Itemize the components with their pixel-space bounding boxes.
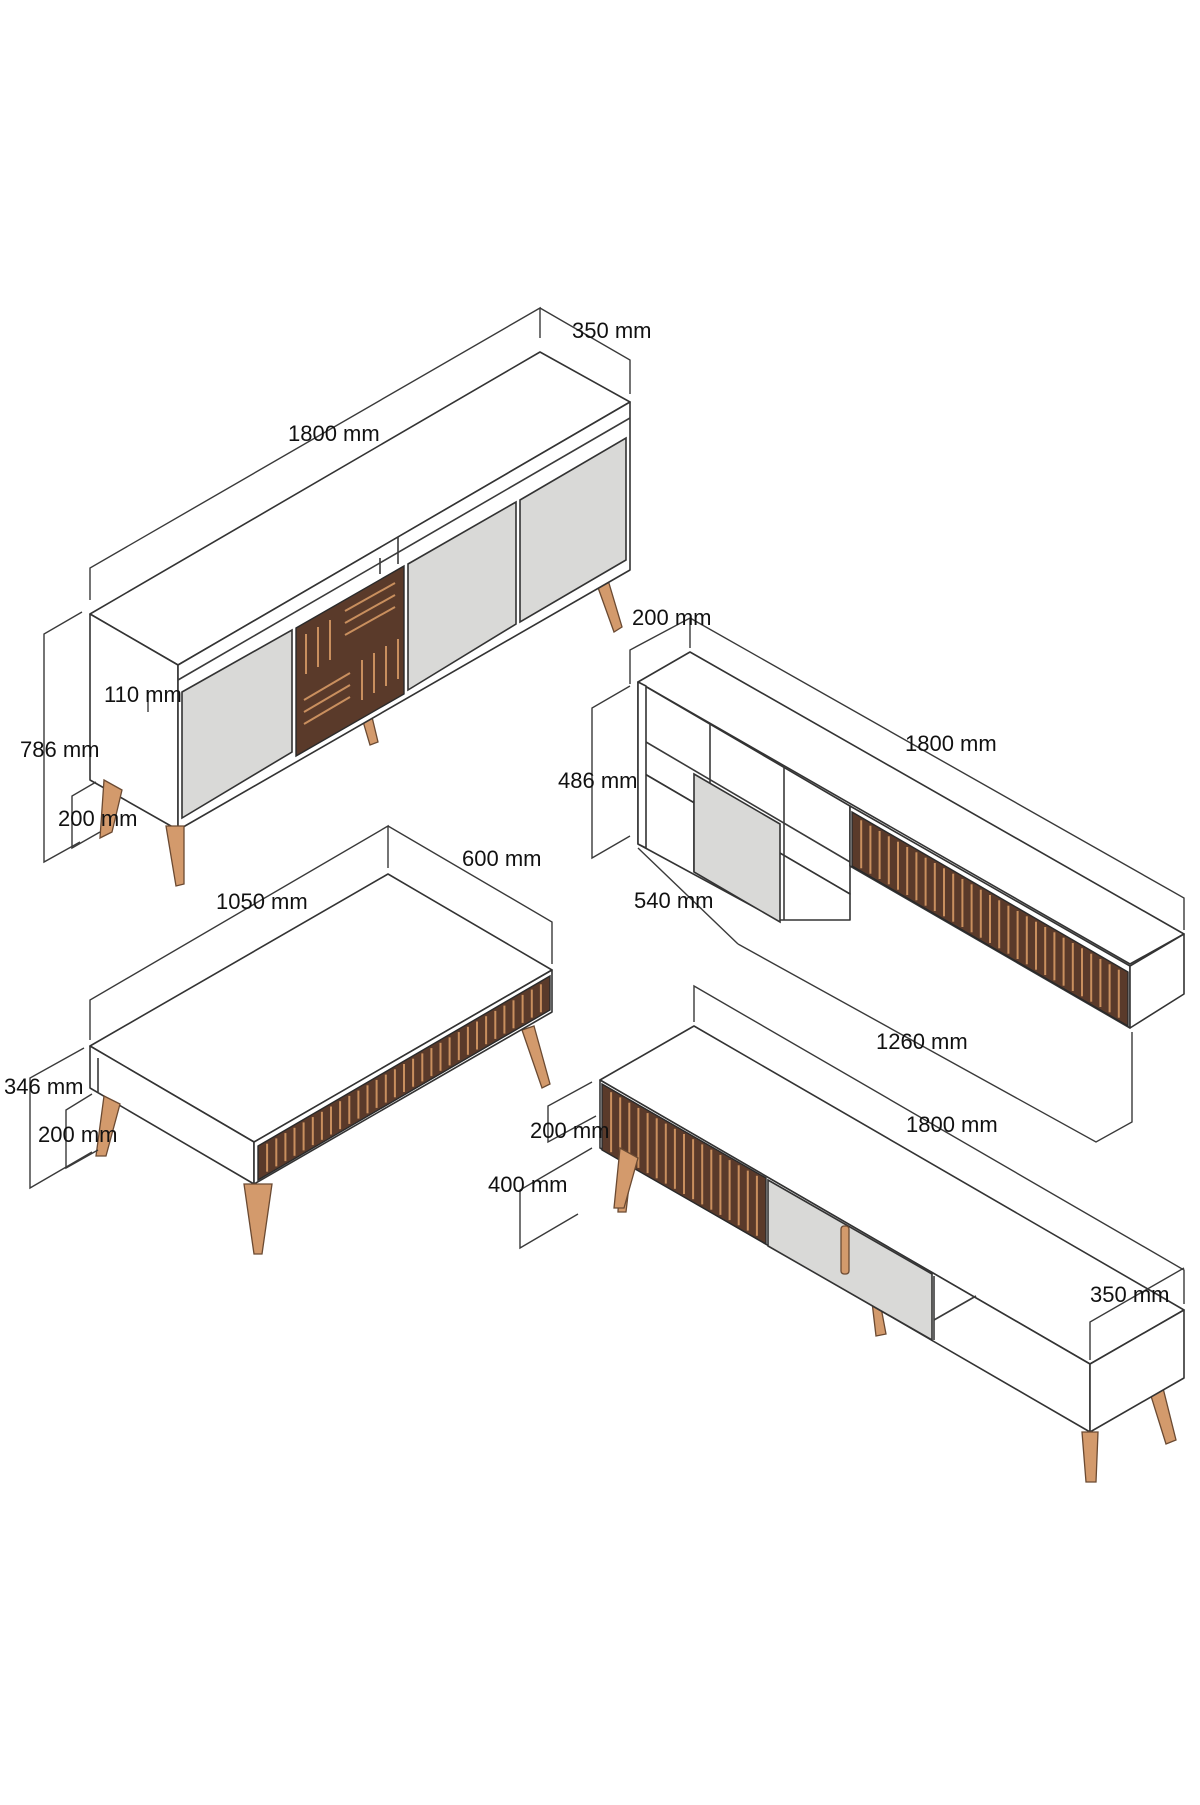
sideboard-slats	[303, 582, 399, 725]
wall-unit-span-label: 1260 mm	[876, 1029, 968, 1054]
sideboard-leg-line	[71, 781, 101, 850]
wall-unit-cube-width-line	[637, 847, 739, 945]
tv-stand-leg-front-left	[613, 1146, 639, 1209]
tv-stand-open-shelf	[933, 1295, 977, 1321]
sideboard-top-gap-label: 110 mm	[104, 682, 182, 707]
wall-unit-span-line	[737, 943, 1133, 1143]
wall-unit-slats	[860, 820, 1120, 1018]
sideboard-depth-label: 350 mm	[572, 318, 651, 343]
coffee-table-leg-front-right	[243, 1183, 273, 1255]
sideboard-door-mid	[407, 500, 517, 692]
coffee-table-width-line	[89, 824, 389, 1040]
tv-stand-width-label: 1800 mm	[906, 1112, 998, 1137]
sideboard-door-left	[181, 628, 293, 820]
wall-unit-width-line	[689, 617, 1185, 930]
sideboard	[89, 351, 631, 887]
coffee-table	[89, 873, 553, 1255]
sideboard-depth-line	[539, 307, 631, 394]
sideboard-dimensions: 1800 mm 350 mm 786 mm 200 mm 110 mm	[20, 306, 651, 864]
sideboard-slat-door	[295, 564, 405, 758]
coffee-table-height-line	[29, 1047, 93, 1190]
coffee-table-dimensions: 1050 mm 600 mm 346 mm 200 mm	[4, 824, 553, 1190]
tv-stand-leg-front-right	[1081, 1431, 1099, 1483]
tv-stand-handle	[840, 1225, 850, 1275]
coffee-table-leg-line	[65, 1093, 99, 1170]
tv-stand-shelf-height-label: 200 mm	[530, 1118, 609, 1143]
sideboard-height-line	[43, 611, 83, 864]
wall-unit-cube-left	[637, 681, 647, 849]
tv-stand-depth-label: 350 mm	[1090, 1282, 1169, 1307]
sideboard-top-edge	[177, 417, 631, 681]
tv-stand-height-line	[519, 1147, 593, 1250]
tv-stand-door	[767, 1178, 933, 1342]
coffee-table-height-label: 346 mm	[4, 1074, 83, 1099]
tv-stand-height-label: 400 mm	[488, 1172, 567, 1197]
wall-unit-cube-width-label: 540 mm	[634, 888, 713, 913]
coffee-table-leg-back-right	[521, 1025, 551, 1089]
sideboard-leg-front-left	[99, 778, 123, 840]
tv-stand-width-line	[693, 984, 1185, 1304]
coffee-table-width-label: 1050 mm	[216, 889, 308, 914]
wall-unit-depth-line	[629, 616, 691, 684]
sideboard-height-label: 786 mm	[20, 737, 99, 762]
wall-unit	[637, 651, 1185, 1029]
coffee-table-depth-line	[387, 825, 553, 964]
coffee-table-slats	[266, 984, 542, 1172]
sideboard-door-right	[519, 436, 627, 624]
wall-unit-width-label: 1800 mm	[905, 731, 997, 756]
sideboard-width-line	[89, 306, 541, 600]
tv-stand	[599, 1025, 1185, 1483]
wall-unit-height-line	[591, 685, 631, 860]
coffee-table-leg-height-label: 200 mm	[38, 1122, 117, 1147]
tv-stand-shelf-line	[547, 1081, 597, 1144]
coffee-table-leg-front-left	[95, 1095, 121, 1157]
coffee-table-depth-label: 600 mm	[462, 846, 541, 871]
wall-unit-height-label: 486 mm	[558, 768, 637, 793]
tv-stand-depth-line	[1089, 1267, 1185, 1360]
wall-unit-dimensions: 200 mm 1800 mm 486 mm 540 mm 1260 mm	[558, 605, 1185, 1143]
tv-stand-end	[1089, 1309, 1185, 1433]
tv-stand-dimensions: 200 mm 400 mm 1800 mm 350 mm	[488, 984, 1185, 1360]
wall-unit-depth-label: 200 mm	[632, 605, 711, 630]
wall-unit-door	[693, 772, 781, 924]
wall-unit-shelf-end	[1129, 933, 1185, 1029]
sideboard-leg-front-right	[165, 825, 185, 887]
sideboard-leg-height-label: 200 mm	[58, 806, 137, 831]
sideboard-width-label: 1800 mm	[288, 421, 380, 446]
